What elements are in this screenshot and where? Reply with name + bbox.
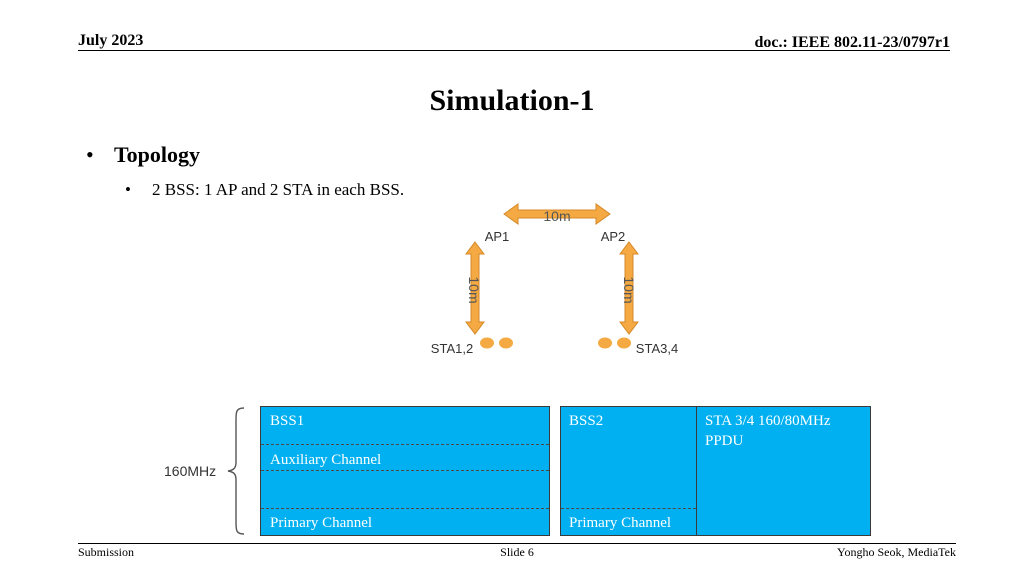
right-distance-arrow (619, 241, 639, 335)
sta-left-label: STA1,2 (431, 341, 473, 356)
sta34-ppdu-line1: STA 3/4 160/80MHz (705, 413, 831, 429)
bullet-marker-sub: • (125, 180, 131, 199)
bullet-marker: • (86, 142, 94, 167)
sta4-dot (617, 337, 631, 349)
bss1-divider-1 (261, 444, 549, 445)
bullet-bss-description: • 2 BSS: 1 AP and 2 STA in each BSS. (125, 180, 404, 200)
header-doc-id: doc.: IEEE 802.11-23/0797r1 (754, 34, 950, 51)
bss1-box: BSS1 Auxiliary Channel Primary Channel (260, 406, 550, 536)
bandwidth-label: 160MHz (164, 463, 217, 479)
top-distance-label: 10m (543, 208, 570, 224)
bss2-label: BSS2 (569, 413, 604, 429)
sta2-dot (499, 337, 513, 349)
ap2-label: AP2 (601, 229, 626, 244)
right-distance-label: 10m (621, 276, 637, 303)
bullet-topology-text: Topology (114, 142, 201, 167)
bss1-auxiliary-channel: Auxiliary Channel (270, 452, 382, 468)
ap1-label: AP1 (485, 229, 510, 244)
bss1-label: BSS1 (270, 413, 305, 429)
bss1-divider-3 (261, 508, 549, 509)
left-distance-arrow (465, 241, 485, 335)
footer-author: Yongho Seok, MediaTek (837, 545, 956, 559)
sta34-ppdu-box: STA 3/4 160/80MHz PPDU (696, 406, 871, 536)
sta1-dot (480, 337, 494, 349)
footer-divider (78, 543, 956, 544)
left-distance-label: 10m (466, 276, 482, 303)
bss1-divider-2 (261, 470, 549, 471)
bss2-primary-channel: Primary Channel (569, 515, 672, 531)
bss1-primary-channel: Primary Channel (270, 515, 373, 531)
header-divider (78, 50, 950, 51)
top-distance-arrow (503, 203, 611, 225)
bandwidth-brace (227, 407, 245, 535)
bullet-topology: • Topology (86, 142, 200, 168)
topology-diagram: 10m AP1 AP2 10m 10m STA1,2 STA3,4 (431, 203, 678, 356)
bullet-bss-text: 2 BSS: 1 AP and 2 STA in each BSS. (152, 180, 405, 199)
bss2-box: BSS2 Primary Channel (560, 406, 697, 536)
sta3-dot (598, 337, 612, 349)
slide-title: Simulation-1 (429, 84, 595, 117)
sta-right-label: STA3,4 (636, 341, 678, 356)
header-date: July 2023 (78, 32, 144, 49)
sta34-ppdu-line2: PPDU (705, 433, 744, 449)
bss2-divider (561, 508, 696, 509)
footer-slide-number: Slide 6 (500, 545, 534, 559)
footer-submission: Submission (78, 545, 135, 559)
